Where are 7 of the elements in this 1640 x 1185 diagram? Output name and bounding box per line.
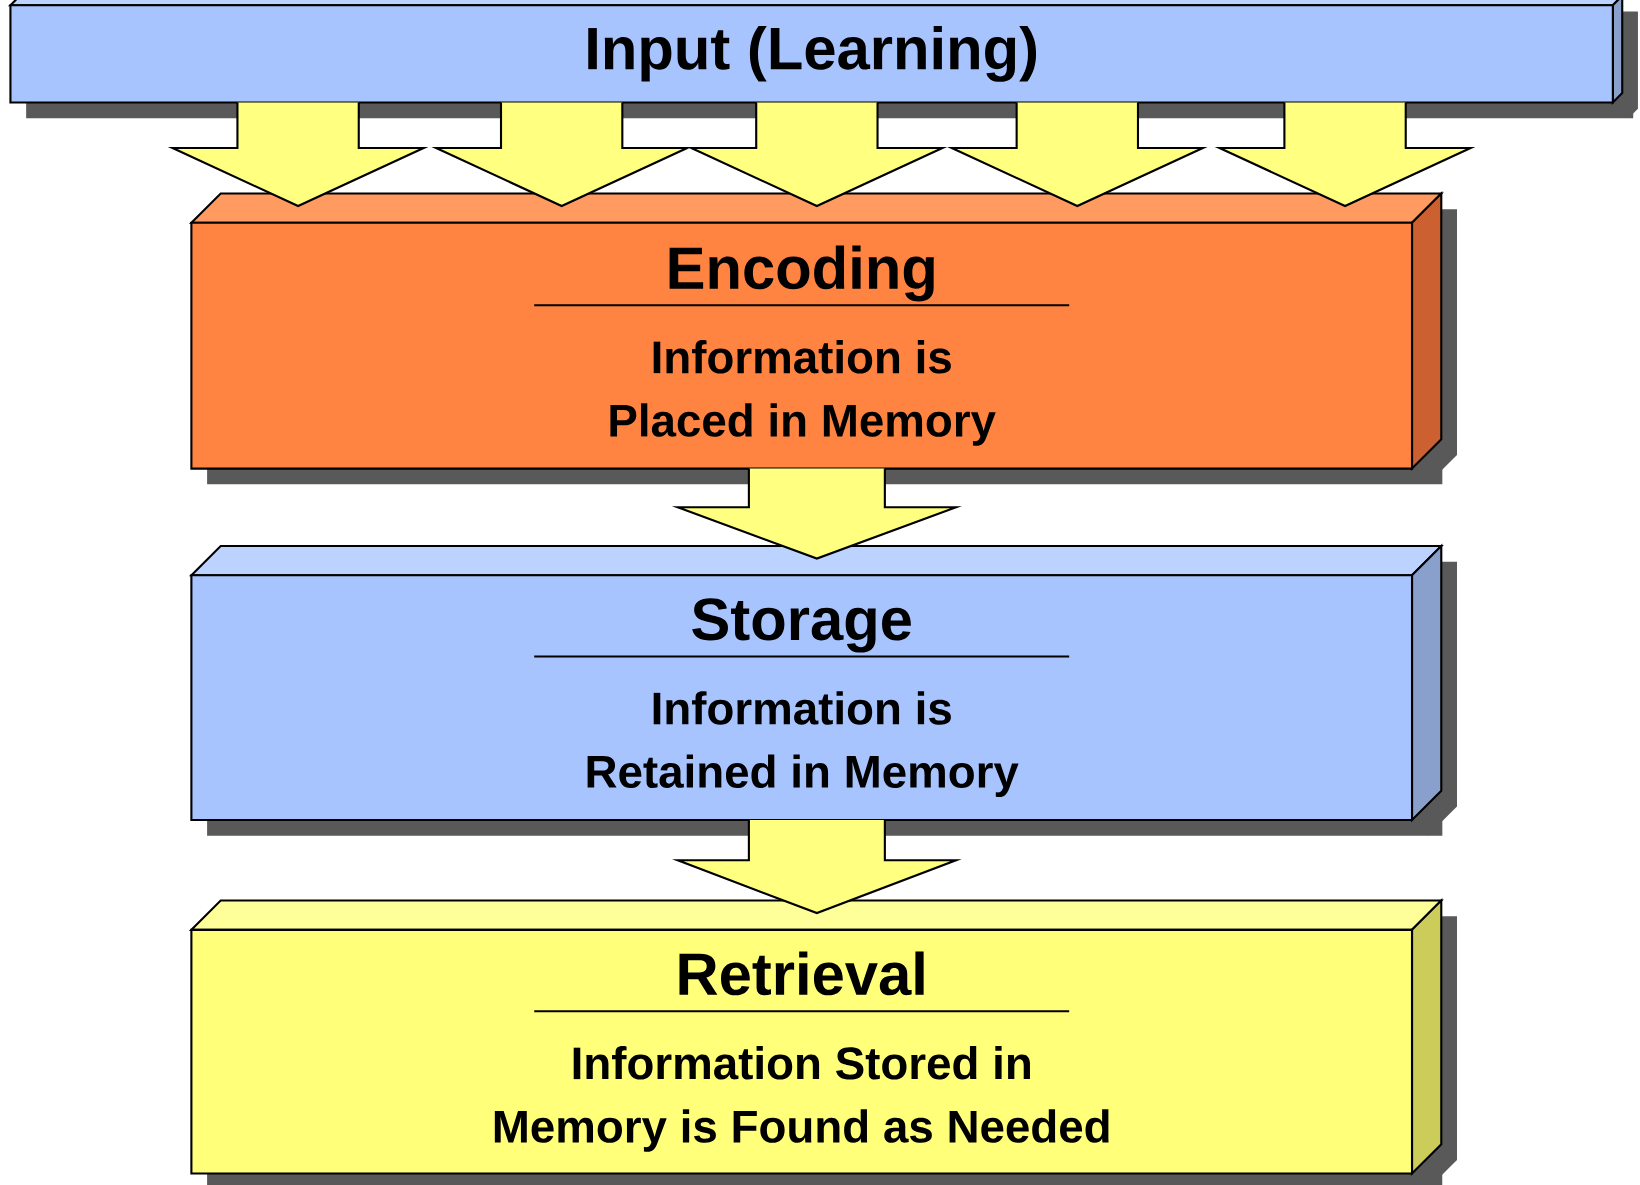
- block-arrow: [672, 818, 962, 915]
- block-arrow: [671, 467, 962, 560]
- block-arrow: [1214, 101, 1476, 208]
- block-arrow: [686, 101, 948, 208]
- block-arrow: [947, 101, 1208, 208]
- block-arrow: [167, 101, 429, 208]
- block-arrow: [431, 101, 692, 208]
